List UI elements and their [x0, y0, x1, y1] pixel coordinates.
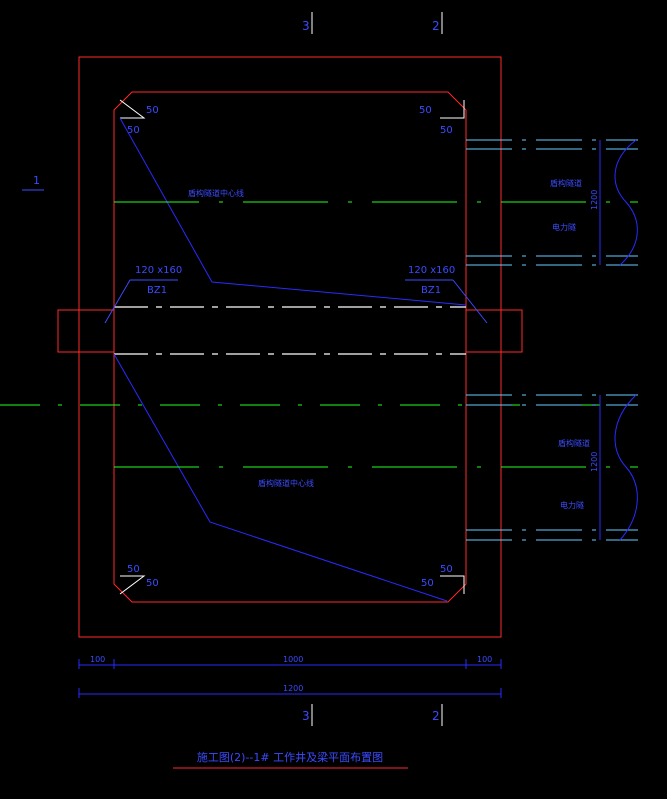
- dim-row1-left: 100: [90, 655, 105, 664]
- corner-label-tl-a: 50: [146, 105, 159, 116]
- beam-label-left-size: 120 x160: [135, 265, 182, 276]
- dim-row2-total: 1200: [283, 684, 303, 693]
- beam-label-left-code: BZ1: [147, 285, 167, 296]
- upper-centerline-label: 盾构隧道中心线: [188, 188, 244, 198]
- section-mark-3-top: 3: [302, 19, 310, 33]
- lower-centerline-label: 盾构隧道中心线: [258, 478, 314, 488]
- corner-label-bl-a: 50: [127, 564, 140, 575]
- section-mark-2-top: 2: [432, 19, 440, 33]
- beam-leader-right: [452, 279, 488, 324]
- section-mark-2-bottom: 2: [432, 709, 440, 723]
- left-beam-stub: [57, 309, 115, 353]
- outer-well-frame: [78, 56, 502, 638]
- corner-label-br-a: 50: [440, 564, 453, 575]
- upper-dim-label: 1200: [590, 190, 599, 210]
- upper-tunnel-lines: [466, 139, 638, 266]
- right-beam-stub: [465, 309, 523, 353]
- lower-shield-label: 盾构隧道: [558, 438, 590, 448]
- section-mark-1: 1: [33, 174, 40, 187]
- corner-label-bl-b: 50: [146, 578, 159, 589]
- corner-label-tr-b: 50: [440, 125, 453, 136]
- beam-leader-left: [104, 279, 131, 324]
- beam-label-right-size: 120 x160: [408, 265, 455, 276]
- corner-label-tl-b: 50: [127, 125, 140, 136]
- lower-tunnel-lines: [466, 394, 638, 541]
- dim-row1-right: 100: [477, 655, 492, 664]
- lower-dim-label: 1200: [590, 452, 599, 472]
- lower-power-label: 电力隧: [560, 500, 584, 510]
- lower-break-curve: [614, 394, 638, 541]
- upper-shield-label: 盾构隧道: [550, 178, 582, 188]
- corner-label-br-b: 50: [421, 578, 434, 589]
- dim-row1-mid: 1000: [283, 655, 303, 664]
- inner-well-frame: [113, 91, 467, 603]
- beam-label-right-code: BZ1: [421, 285, 441, 296]
- corner-label-tr-a: 50: [419, 105, 432, 116]
- section-mark-3-bottom: 3: [302, 709, 310, 723]
- upper-power-label: 电力隧: [552, 222, 576, 232]
- upper-break-curve: [614, 139, 638, 266]
- blue-diagonal-bracing: [113, 117, 467, 602]
- corner-braces: [119, 99, 465, 595]
- drawing-title: 施工图(2)--1# 工作井及梁平面布置图: [197, 750, 383, 764]
